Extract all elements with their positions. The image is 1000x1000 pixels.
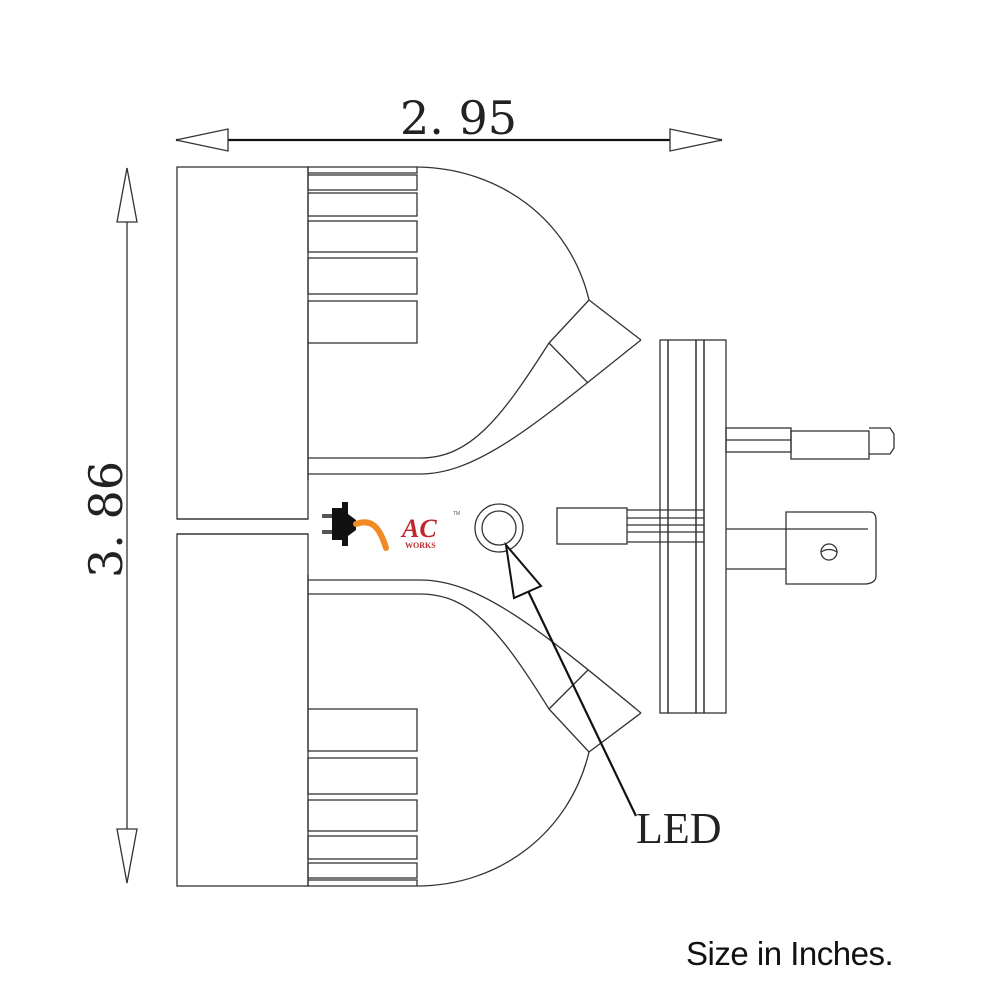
logo-cord-icon [353, 519, 389, 551]
height-dimension-label: 3. 86 [79, 461, 133, 578]
width-dimension: 2. 95 [175, 91, 723, 152]
lower-outlet [176, 533, 642, 887]
plug-blade-top [725, 427, 895, 460]
led-indicator [474, 503, 524, 553]
logo-works-text: WORKS [405, 541, 436, 550]
logo-plug-icon [332, 502, 356, 546]
ac-works-logo: AC WORKS TM [322, 502, 460, 551]
led-callout-arrow [504, 541, 637, 817]
logo-trademark: TM [453, 511, 460, 517]
upper-outlet [176, 166, 642, 520]
logo-plug-prong-icon [322, 514, 332, 518]
size-caption: Size in Inches. [686, 935, 894, 972]
led-label: LED [636, 804, 722, 853]
plug-blade-bottom [726, 511, 877, 585]
width-dimension-label: 2. 95 [400, 91, 517, 145]
logo-ac-text: AC [400, 514, 437, 543]
plug-head [556, 339, 727, 714]
height-dimension: 3. 86 [79, 167, 138, 884]
